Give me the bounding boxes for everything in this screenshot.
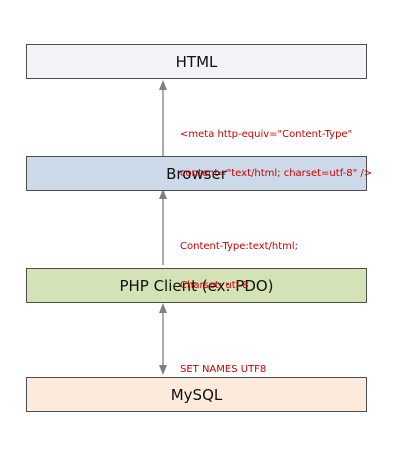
mysql-layer-box: MySQL — [26, 377, 367, 412]
arrowhead-html — [159, 80, 167, 90]
php-to-browser-label: Content-Type:text/html; Charset: utf-8 — [180, 214, 298, 318]
browser-layer-box: Browser — [26, 156, 367, 191]
content-type-line-2: Charset: utf-8 — [180, 280, 249, 291]
mysql-layer-label: MySQL — [170, 385, 223, 404]
meta-tag-line-1: <meta http-equiv="Content-Type" — [180, 129, 353, 140]
php-client-layer-box: PHP Client (ex: PDO) — [26, 268, 367, 303]
content-type-line-1: Content-Type:text/html; — [180, 241, 299, 252]
set-names-line: SET NAMES UTF8 — [180, 364, 267, 375]
meta-tag-line-2: content="text/html; charset=utf-8" /> — [180, 168, 373, 179]
html-layer-label: HTML — [175, 52, 218, 71]
arrowhead-browser — [159, 189, 167, 199]
browser-layer-label: Browser — [166, 164, 227, 183]
php-client-layer-label: PHP Client (ex: PDO) — [119, 276, 274, 295]
html-layer-box: HTML — [26, 44, 367, 79]
arrowhead-mysql — [159, 365, 167, 375]
php-mysql-label: SET NAMES UTF8 — [180, 337, 266, 402]
arrowhead-php — [159, 303, 167, 313]
browser-to-html-label: <meta http-equiv="Content-Type" content=… — [180, 102, 372, 206]
